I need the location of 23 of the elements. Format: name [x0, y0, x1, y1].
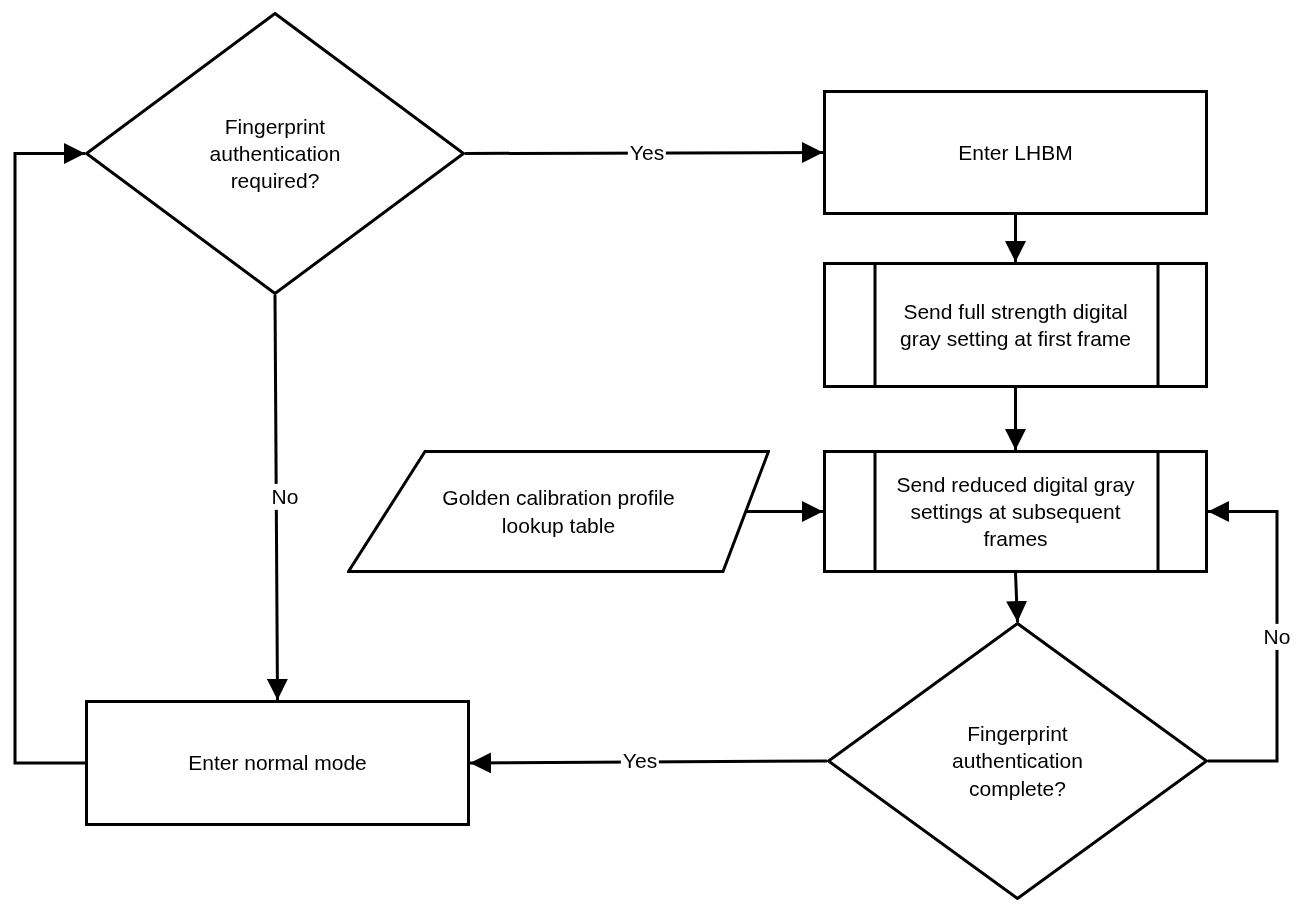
subprocess-box: [823, 450, 1208, 573]
node-text: Send full strength digital gray setting at first frame: [898, 298, 1133, 352]
process-box: [85, 700, 470, 826]
decision-diamond: [85, 12, 465, 295]
node-text: Send reduced digital gray settings at subsequent frames: [895, 471, 1136, 553]
node-text: Fingerprint authentication required?: [208, 113, 342, 195]
arrow: [13, 143, 85, 765]
node-text: Golden calibration profile lookup table: [441, 485, 676, 539]
node-text: Enter LHBM: [958, 139, 1073, 166]
arrow: [266, 295, 288, 700]
decision-diamond: [827, 622, 1208, 900]
arrow: [465, 142, 823, 164]
node-text: Enter normal mode: [188, 750, 367, 777]
arrow: [1006, 572, 1028, 623]
arrow: [1208, 501, 1279, 763]
node-text: Fingerprint authentication complete?: [951, 721, 1084, 802]
arrow: [1005, 215, 1026, 262]
arrow: [470, 752, 827, 774]
subprocess-box: [823, 262, 1208, 388]
arrow: [747, 501, 823, 522]
data-parallelogram: [347, 450, 770, 573]
process-box: [823, 90, 1208, 215]
arrow: [1005, 388, 1026, 450]
